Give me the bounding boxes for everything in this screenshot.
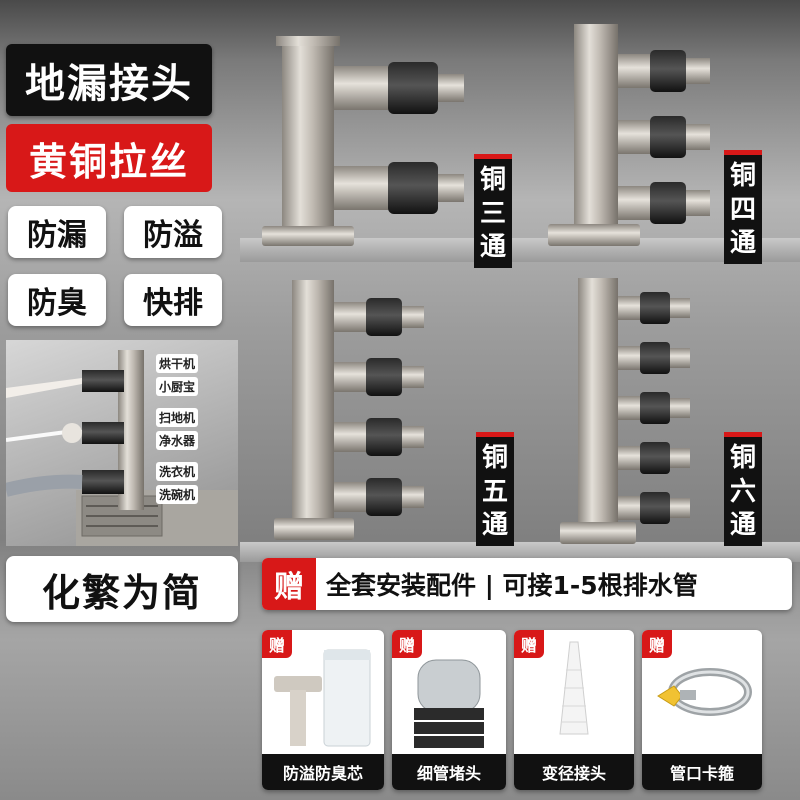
- label-char: 铜: [479, 164, 506, 195]
- feature-badge-overflow: 防溢: [124, 206, 222, 258]
- label-char: 铜: [729, 442, 756, 473]
- label-char: 通: [729, 228, 756, 259]
- gift-badge: 赠: [642, 630, 672, 658]
- slogan-badge: 化繁为简: [6, 556, 238, 622]
- feature-badge-leak: 防漏: [8, 206, 106, 258]
- label-char: 通: [481, 510, 508, 541]
- gift-banner-text: 全套安装配件 | 可接1-5根排水管: [326, 571, 698, 600]
- usage-tag: 洗衣机: [156, 462, 199, 481]
- title-badge: 地漏接头: [6, 44, 212, 116]
- shelf-bottom: [240, 542, 800, 562]
- usage-scene-illustration: [6, 350, 238, 546]
- overflow-core-image: [274, 649, 371, 747]
- fitting-five-way: [274, 280, 424, 540]
- label-char: 铜: [729, 160, 756, 191]
- fitting-four-way: [548, 24, 710, 246]
- fitting-three-way: [262, 36, 464, 246]
- reducer-image: [559, 641, 589, 735]
- gift-banner: 赠 全套安装配件 | 可接1-5根排水管: [262, 558, 792, 610]
- gift-name: 细管堵头: [392, 754, 506, 790]
- feature-badge-drain: 快排: [124, 274, 222, 326]
- label-char: 六: [729, 476, 756, 507]
- pipe-plug-image: [414, 659, 484, 748]
- usage-tag: 净水器: [156, 431, 199, 450]
- label-char: 通: [479, 232, 506, 263]
- gift-card-overflow-core: 赠 防溢防臭芯: [262, 630, 384, 790]
- label-char: 通: [729, 510, 756, 541]
- usage-tag: 小厨宝: [156, 377, 199, 396]
- gift-card-reducer: 赠 变径接头: [514, 630, 634, 790]
- usage-tag: 扫地机: [156, 408, 199, 427]
- label-char: 三: [479, 198, 506, 229]
- gift-badge: 赠: [514, 630, 544, 658]
- hose-clamp-image: [657, 668, 752, 716]
- label-three-way: 铜 三 通: [474, 154, 512, 268]
- label-five-way: 铜 五 通: [476, 432, 514, 546]
- usage-tag: 洗碗机: [156, 485, 199, 504]
- label-char: 五: [481, 476, 508, 507]
- material-badge: 黄铜拉丝: [6, 124, 212, 192]
- gift-badge: 赠: [262, 630, 292, 658]
- gift-card-hose-clamp: 赠 管口卡箍: [642, 630, 762, 790]
- usage-tag: 烘干机: [156, 354, 199, 373]
- usage-scene-photo: 烘干机 小厨宝 扫地机 净水器 洗衣机 洗碗机: [6, 340, 238, 546]
- gift-banner-badge: 赠: [262, 558, 316, 610]
- gift-badge: 赠: [392, 630, 422, 658]
- fitting-six-way: [560, 278, 690, 544]
- label-six-way: 铜 六 通: [724, 432, 762, 546]
- gift-name: 变径接头: [514, 754, 634, 790]
- label-char: 四: [729, 194, 756, 225]
- label-four-way: 铜 四 通: [724, 150, 762, 264]
- feature-badge-odor: 防臭: [8, 274, 106, 326]
- gift-card-pipe-plug: 赠 细管堵头: [392, 630, 506, 790]
- gift-name: 管口卡箍: [642, 754, 762, 790]
- label-char: 铜: [481, 442, 508, 473]
- gift-name: 防溢防臭芯: [262, 754, 384, 790]
